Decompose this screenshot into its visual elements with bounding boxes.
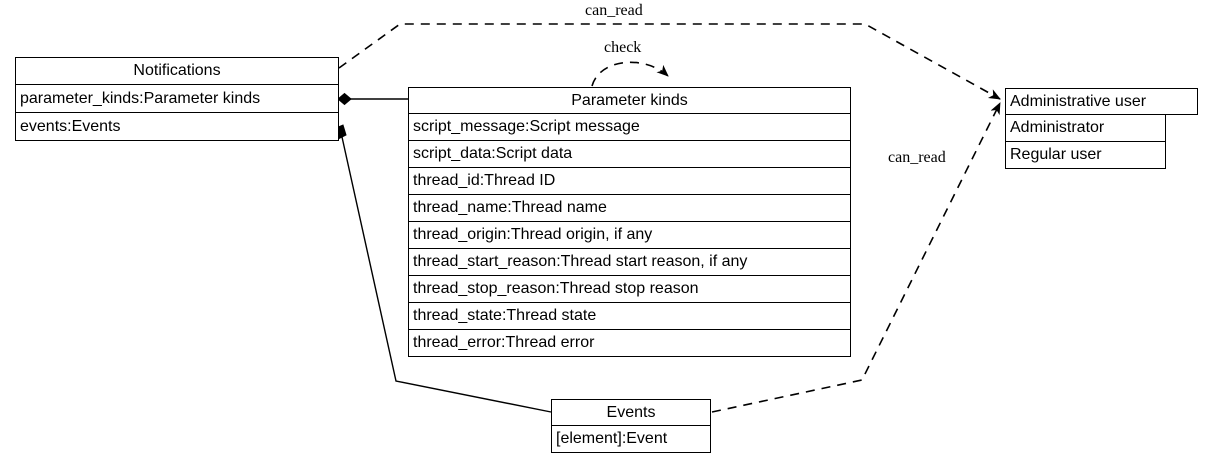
edge-check (591, 61, 669, 87)
class-title-events: Events (551, 399, 711, 426)
edge-label-can-read-top: can_read (585, 2, 643, 19)
class-attribute-row: [element]:Event (551, 425, 711, 453)
class-attribute-row: script_data:Script data (408, 140, 851, 168)
edge-can-read-right (711, 102, 1001, 413)
class-attribute-row: script_message:Script message (408, 113, 851, 141)
class-attribute-row: thread_stop_reason:Thread stop reason (408, 275, 851, 303)
class-attribute-row: Regular user (1005, 141, 1166, 169)
class-attribute-row: thread_origin:Thread origin, if any (408, 221, 851, 249)
edge-label-check: check (604, 39, 642, 56)
class-attribute-row: Administrator (1005, 114, 1166, 142)
edge-label-can-read-right: can_read (888, 149, 946, 166)
class-box-notifications[interactable]: Notifications parameter_kinds:Parameter … (15, 57, 339, 141)
class-attribute-row: events:Events (15, 112, 339, 141)
composition-diamond-parameter-kinds (337, 92, 352, 106)
edge-notifications-parameter-kinds (337, 92, 408, 106)
class-title-notifications: Notifications (15, 57, 339, 85)
class-title-parameter-kinds: Parameter kinds (408, 87, 851, 114)
class-box-events[interactable]: Events [element]:Event (551, 399, 711, 453)
class-attribute-row: thread_name:Thread name (408, 194, 851, 222)
class-attribute-row: thread_state:Thread state (408, 302, 851, 330)
class-attribute-row: thread_error:Thread error (408, 329, 851, 357)
class-attribute-row: parameter_kinds:Parameter kinds (15, 84, 339, 113)
class-attribute-row: thread_id:Thread ID (408, 167, 851, 195)
class-box-administrative-user[interactable]: Administrative user Administrator Regula… (1005, 88, 1198, 169)
class-attribute-row: thread_start_reason:Thread start reason,… (408, 248, 851, 276)
class-title-administrative-user: Administrative user (1005, 88, 1198, 115)
edge-can-read-top (338, 23, 1001, 100)
class-box-parameter-kinds[interactable]: Parameter kinds script_message:Script me… (408, 87, 851, 357)
